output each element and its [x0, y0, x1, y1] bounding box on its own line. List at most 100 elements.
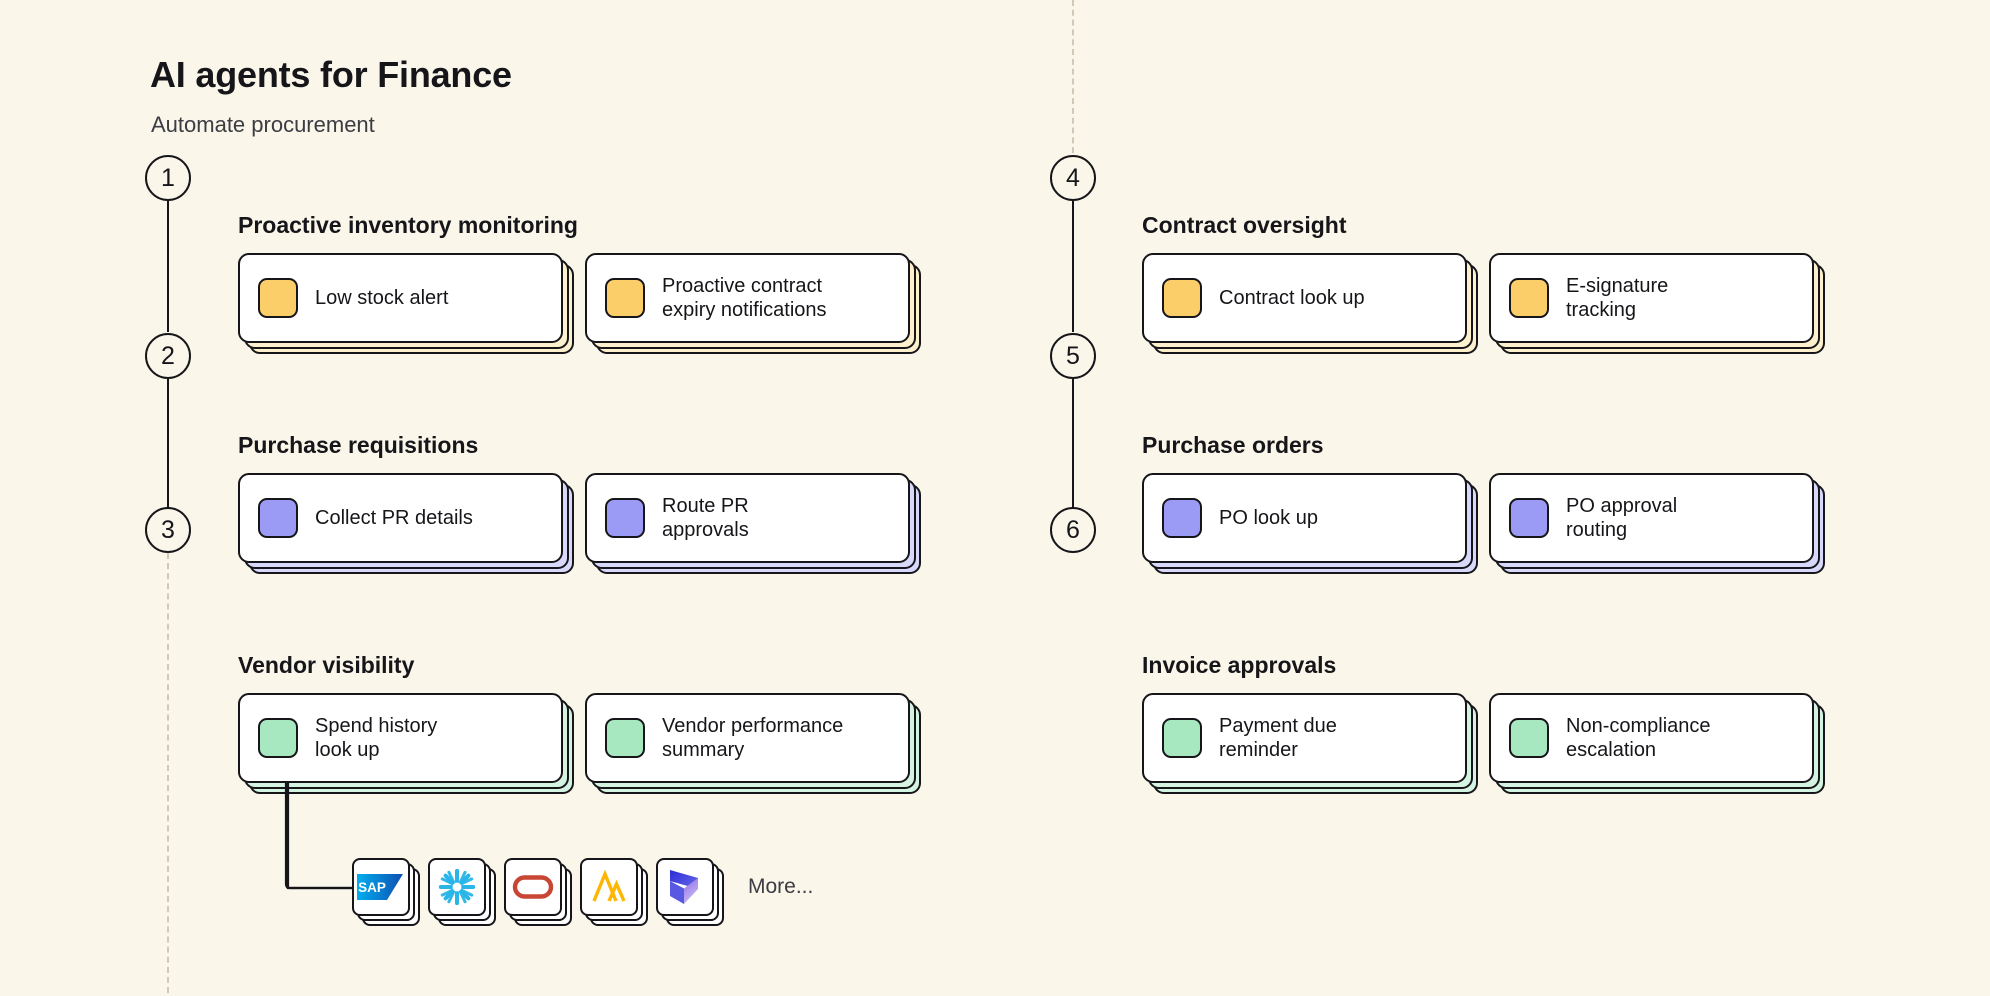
step-number-2-label: 2	[161, 341, 175, 370]
section-title: Contract oversight	[1142, 212, 1347, 238]
svg-text:SAP: SAP	[358, 880, 386, 895]
step-number-6: 6	[1050, 507, 1096, 553]
section-title: Vendor visibility	[238, 652, 415, 678]
integration-logo-sap[interactable]: SAP	[352, 858, 420, 926]
card-label: Collect PR details	[315, 506, 473, 529]
swatch-purple-icon	[605, 498, 645, 538]
agent-card-low-stock-alert[interactable]: Low stock alert	[238, 253, 574, 354]
more-integrations-label[interactable]: More...	[748, 875, 814, 898]
swatch-purple-icon	[1509, 498, 1549, 538]
agent-card-contract-look-up[interactable]: Contract look up	[1142, 253, 1478, 354]
integration-logo-oracle[interactable]	[504, 858, 572, 926]
card-face[interactable]: Low stock alert	[238, 253, 563, 343]
step-number-4-label: 4	[1066, 163, 1080, 192]
sap-logo-icon: SAP	[357, 874, 403, 900]
step-number-5-label: 5	[1066, 341, 1080, 370]
microsoft-dynamics-logo-icon	[670, 870, 698, 904]
step-number-3-label: 3	[161, 515, 175, 544]
swatch-yellow-icon	[258, 278, 298, 318]
logo-face[interactable]	[428, 858, 486, 916]
logo-face[interactable]	[580, 858, 638, 916]
timeline-rail-5-6	[1072, 379, 1074, 508]
integration-logo-microsoft-dynamics[interactable]	[656, 858, 724, 926]
logo-face[interactable]	[656, 858, 714, 916]
timeline-rail-3-end	[167, 553, 169, 993]
anaplan-logo-icon	[592, 870, 626, 902]
logo-face[interactable]: SAP	[352, 858, 410, 916]
card-face[interactable]: PO look up	[1142, 473, 1467, 563]
card-label: Contract look up	[1219, 286, 1365, 309]
timeline-rail-1-2	[167, 201, 169, 332]
integrations-logo-strip: SAP	[352, 858, 814, 926]
section-title: Purchase orders	[1142, 432, 1324, 458]
card-face[interactable]: Collect PR details	[238, 473, 563, 563]
step-number-3: 3	[145, 507, 191, 553]
oracle-logo-icon	[512, 875, 554, 899]
swatch-purple-icon	[1162, 498, 1202, 538]
step-number-5: 5	[1050, 333, 1096, 379]
card-label: Low stock alert	[315, 286, 449, 309]
snowflake-logo-icon	[438, 868, 476, 906]
agent-card-po-look-up[interactable]: PO look up	[1142, 473, 1478, 574]
section-purchase-requisitions: Purchase requisitions Collect PR details…	[238, 432, 921, 574]
swatch-green-icon	[1509, 718, 1549, 758]
logo-face[interactable]	[504, 858, 562, 916]
step-number-6-label: 6	[1066, 515, 1080, 544]
swatch-yellow-icon	[1509, 278, 1549, 318]
swatch-yellow-icon	[605, 278, 645, 318]
timeline-rail-4-5	[1072, 201, 1074, 332]
step-number-4: 4	[1050, 155, 1096, 201]
card-face[interactable]: Contract look up	[1142, 253, 1467, 343]
step-number-1-label: 1	[161, 163, 175, 192]
integration-logo-anaplan[interactable]	[580, 858, 648, 926]
section-title: Invoice approvals	[1142, 652, 1337, 678]
section-contract-oversight: Contract oversight Contract look up E-si…	[1142, 212, 1825, 354]
swatch-green-icon	[1162, 718, 1202, 758]
card-label: PO look up	[1219, 506, 1318, 529]
agent-card-collect-pr-details[interactable]: Collect PR details	[238, 473, 574, 574]
step-number-1: 1	[145, 155, 191, 201]
section-proactive-inventory-monitoring: Proactive inventory monitoring Low stock…	[238, 212, 921, 354]
page-title: AI agents for Finance	[150, 54, 512, 95]
step-number-2: 2	[145, 333, 191, 379]
center-divider	[1072, 0, 1074, 212]
swatch-purple-icon	[258, 498, 298, 538]
swatch-yellow-icon	[1162, 278, 1202, 318]
swatch-green-icon	[258, 718, 298, 758]
integration-logo-snowflake[interactable]	[428, 858, 496, 926]
